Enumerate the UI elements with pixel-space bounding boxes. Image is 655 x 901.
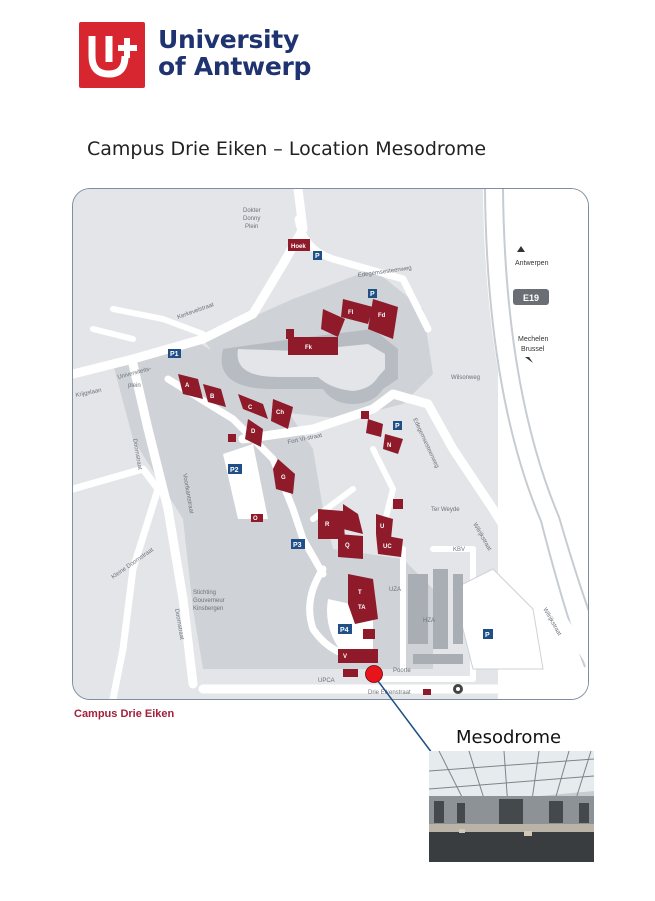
svg-text:Wilsonweg: Wilsonweg bbox=[451, 375, 480, 381]
svg-text:E19: E19 bbox=[523, 293, 539, 303]
svg-text:TA: TA bbox=[358, 605, 366, 611]
logo-line-1: University bbox=[158, 25, 299, 54]
svg-text:V: V bbox=[343, 654, 347, 660]
svg-text:G: G bbox=[281, 475, 286, 481]
svg-text:Dokter: Dokter bbox=[243, 208, 261, 214]
svg-text:T: T bbox=[358, 590, 362, 596]
svg-text:Brussel: Brussel bbox=[521, 346, 545, 353]
logo-u-plus-icon bbox=[88, 36, 137, 78]
svg-text:P4: P4 bbox=[340, 627, 349, 634]
svg-text:Mechelen: Mechelen bbox=[518, 336, 548, 343]
mesodrome-label: Mesodrome bbox=[456, 727, 562, 748]
svg-text:Ch: Ch bbox=[276, 410, 284, 416]
svg-text:P1: P1 bbox=[170, 351, 179, 358]
svg-text:P2: P2 bbox=[230, 467, 239, 474]
university-logo-text: University of Antwerp bbox=[158, 26, 311, 80]
svg-text:Donny: Donny bbox=[243, 216, 260, 222]
svg-text:P: P bbox=[370, 291, 375, 298]
svg-text:Krijgslaan: Krijgslaan bbox=[75, 388, 102, 399]
building-hoek bbox=[288, 239, 310, 251]
svg-text:O: O bbox=[253, 516, 258, 522]
svg-text:UPCA: UPCA bbox=[318, 678, 335, 684]
svg-text:HZA: HZA bbox=[423, 618, 435, 624]
svg-text:D: D bbox=[251, 429, 256, 435]
svg-text:UC: UC bbox=[383, 544, 392, 550]
campus-label: Campus Drie Eiken bbox=[74, 708, 175, 720]
svg-text:Fd: Fd bbox=[378, 313, 386, 319]
svg-text:Poorte: Poorte bbox=[393, 668, 411, 674]
svg-text:Ter Weyde: Ter Weyde bbox=[431, 507, 460, 513]
svg-text:Fk: Fk bbox=[305, 345, 313, 351]
page-title: Campus Drie Eiken – Location Mesodrome bbox=[87, 138, 487, 160]
svg-text:P: P bbox=[315, 253, 320, 260]
svg-text:R: R bbox=[325, 522, 330, 528]
svg-text:P: P bbox=[395, 423, 400, 430]
svg-text:P: P bbox=[485, 632, 490, 639]
university-logo-mark bbox=[79, 22, 145, 88]
svg-text:UZA: UZA bbox=[389, 587, 401, 593]
svg-text:Doornstraat: Doornstraat bbox=[173, 608, 184, 640]
svg-text:C: C bbox=[248, 405, 253, 411]
svg-text:KBV: KBV bbox=[453, 547, 465, 553]
mesodrome-location-marker bbox=[365, 665, 383, 683]
logo-line-2: of Antwerp bbox=[158, 52, 312, 81]
svg-text:Hoek: Hoek bbox=[291, 244, 306, 250]
svg-text:B: B bbox=[210, 394, 215, 400]
svg-text:plein: plein bbox=[128, 383, 141, 389]
svg-text:Fl: Fl bbox=[348, 310, 354, 316]
svg-text:P3: P3 bbox=[293, 542, 302, 549]
svg-text:Doornstraat: Doornstraat bbox=[131, 438, 142, 470]
svg-text:Drie Eikenstraat: Drie Eikenstraat bbox=[368, 690, 411, 696]
svg-text:Q: Q bbox=[345, 543, 350, 549]
mesodrome-photo bbox=[429, 751, 594, 862]
svg-text:U: U bbox=[380, 524, 384, 530]
greenhouse-image bbox=[429, 751, 594, 862]
svg-text:Stichting: Stichting bbox=[193, 590, 216, 596]
svg-text:Gouverneur: Gouverneur bbox=[193, 598, 225, 604]
svg-text:Antwerpen: Antwerpen bbox=[515, 260, 549, 267]
svg-text:Kinsbergen: Kinsbergen bbox=[193, 606, 223, 612]
svg-text:Plein: Plein bbox=[245, 224, 258, 230]
svg-text:A: A bbox=[185, 383, 190, 389]
svg-text:N: N bbox=[387, 443, 391, 449]
